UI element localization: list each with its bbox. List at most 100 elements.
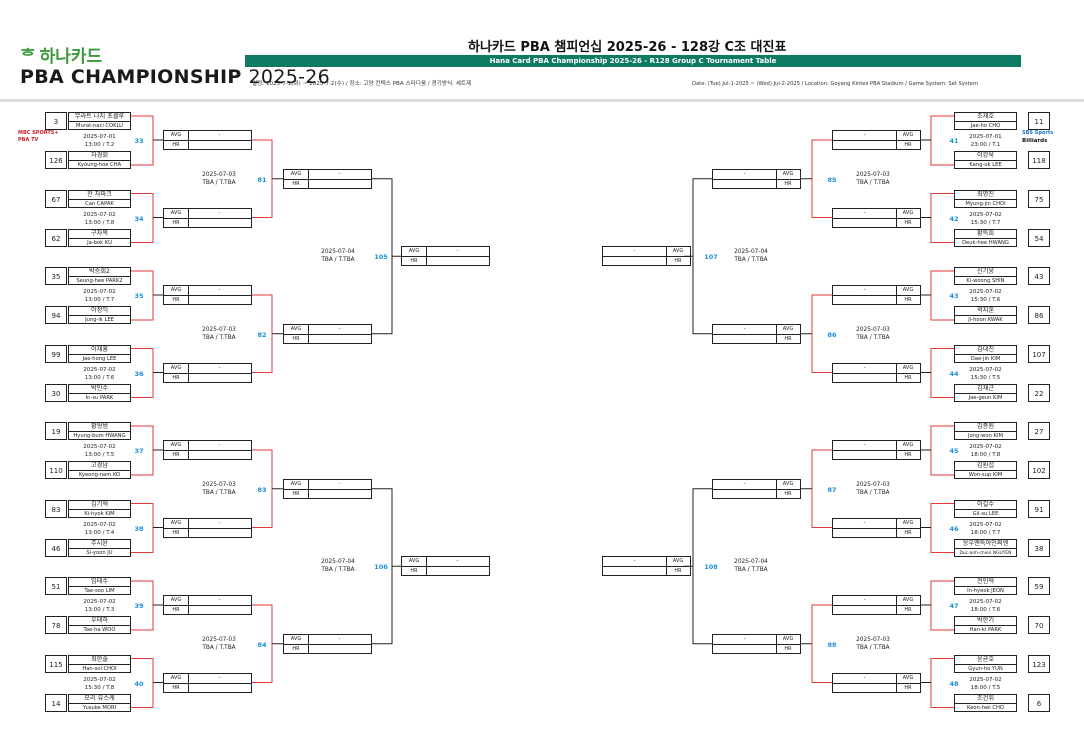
player-name-english: Dae-jin KIM — [970, 355, 1001, 362]
seed-number: 62 — [45, 228, 67, 247]
match-date: 2025-07-03 — [856, 481, 890, 488]
seed-number: 3 — [45, 112, 67, 130]
avg-label: AVG — [902, 364, 914, 371]
player-name-korean: 모리 유스케 — [69, 695, 130, 704]
match-date: 2025-07-03 — [856, 326, 890, 333]
player-name-english: In-hyeok JEON — [967, 588, 1004, 594]
player-name-korean: 김기혁 — [69, 501, 130, 510]
seed-number: 11 — [1028, 112, 1050, 130]
avg-value: - — [633, 558, 636, 565]
match-time-table: TBA / T.TBA — [734, 257, 768, 264]
match-time-table: TBA / T.TBA — [321, 257, 355, 264]
match-time-table: TBA / T.TBA — [202, 489, 236, 496]
player-name-english: Ki-hyok KIM — [84, 510, 115, 517]
player-name-english: Won-sup KIM — [968, 472, 1003, 478]
seed-number: 78 — [45, 616, 67, 634]
hr-label: HR — [172, 219, 180, 226]
match-time-table: 18:00 / T.7 — [970, 529, 1001, 536]
match-time-table: 15:30 / T.5 — [970, 374, 1001, 381]
seed-number: 115 — [45, 654, 67, 673]
player-name-korean: 황득희 — [955, 230, 1016, 239]
match-date: 2025-07-02 — [83, 289, 116, 295]
match-number: 36 — [134, 369, 144, 378]
match-number: 83 — [257, 485, 267, 494]
hr-label: HR — [410, 568, 418, 575]
player-name-korean: 이재홍 — [69, 346, 130, 355]
match-number: 42 — [949, 214, 959, 223]
logo-text-main: PBA CHAMPIONSHIP — [20, 66, 242, 88]
avg-label: AVG — [170, 364, 182, 371]
pba-championship-logo: PBA CHAMPIONSHIP 2025-26 — [20, 66, 330, 88]
match-number: 48 — [949, 679, 959, 688]
match-time-table: TBA / T.TBA — [321, 567, 355, 574]
seed-number: 27 — [1028, 422, 1050, 440]
header-divider — [0, 99, 1084, 102]
player-name-korean: 이길수 — [955, 501, 1016, 510]
avg-label: AVG — [170, 674, 182, 681]
player-name-korean: 잔 차파크 — [69, 191, 130, 200]
player-name-korean: 이정익 — [69, 307, 130, 316]
player-name-english: Han-ki PARK — [969, 627, 1002, 633]
hr-label: HR — [292, 180, 300, 187]
player-name-korean: 전인혁 — [955, 578, 1016, 587]
avg-value: - — [863, 674, 866, 681]
hr-label: HR — [172, 374, 180, 381]
match-time-table: 13:00 / T.6 — [84, 374, 115, 381]
player-name-english: Han-sol CHOI — [82, 665, 117, 672]
match-time-table: TBA / T.TBA — [856, 644, 890, 651]
match-date: 2025-07-02 — [969, 211, 1002, 218]
avg-label: AVG — [170, 287, 182, 293]
hr-label: HR — [904, 684, 912, 691]
player-name-english: Deuk-hee HWANG — [962, 239, 1009, 246]
match-date: 2025-07-03 — [202, 636, 236, 643]
avg-value: - — [218, 209, 221, 216]
match-number: 87 — [827, 485, 837, 494]
player-name-english: Myung-jin CHOI — [965, 200, 1006, 207]
avg-value: - — [863, 132, 866, 138]
player-name-english: Seung-hee PARK2 — [76, 278, 123, 284]
avg-value: - — [456, 248, 459, 255]
hr-label: HR — [172, 142, 180, 148]
avg-label: AVG — [782, 480, 794, 487]
match-number: 82 — [257, 330, 267, 339]
hr-label: HR — [410, 258, 418, 265]
avg-value: - — [743, 325, 746, 332]
seed-number: 75 — [1028, 189, 1050, 208]
seed-number: 91 — [1028, 499, 1050, 518]
seed-number: 35 — [45, 267, 67, 285]
hr-label: HR — [784, 180, 792, 187]
player-name-english: Gyun-ho YUN — [968, 665, 1003, 672]
player-name-korean: 김재근 — [955, 385, 1016, 394]
match-time-table: 13:00 / T.5 — [84, 452, 115, 458]
player-name-english: Ja-bok KU — [87, 239, 112, 246]
seed-number: 67 — [45, 189, 67, 208]
seed-number: 70 — [1028, 616, 1050, 634]
player-name-korean: 김종원 — [955, 423, 1016, 432]
match-time-table: TBA / T.TBA — [202, 644, 236, 651]
avg-value: - — [633, 248, 636, 255]
seed-number: 38 — [1028, 538, 1050, 557]
match-number: 38 — [134, 524, 144, 533]
